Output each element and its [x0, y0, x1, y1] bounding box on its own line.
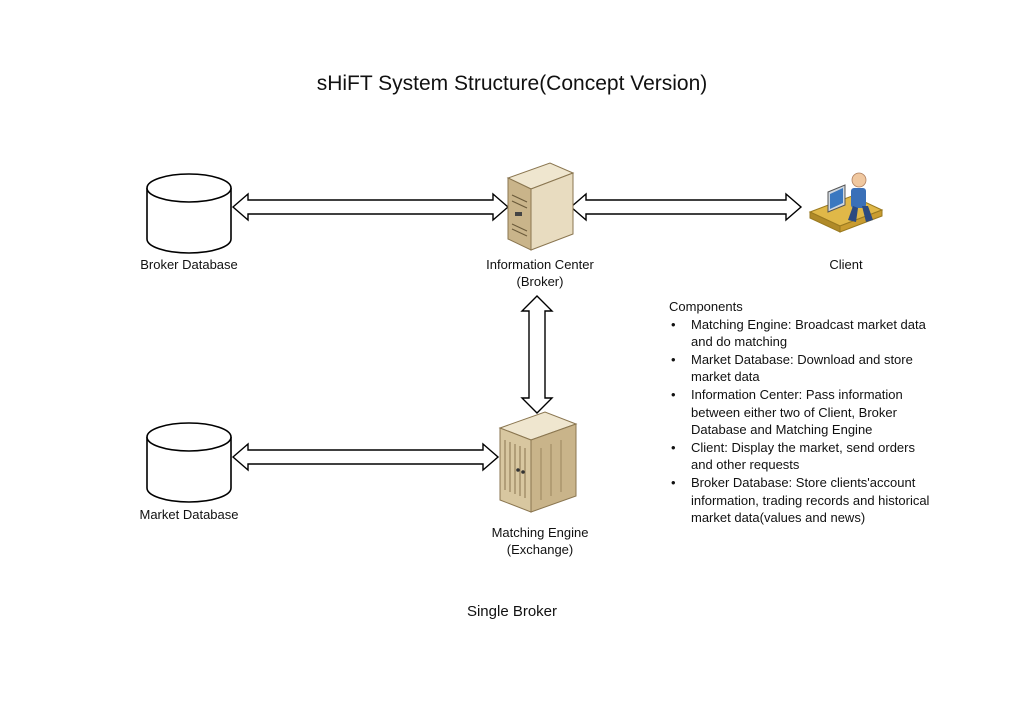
information-center-server-icon	[506, 162, 575, 251]
market-database-icon	[146, 422, 232, 503]
component-item: Broker Database: Store clients'account i…	[671, 474, 939, 527]
matching-engine-label-line2: (Exchange)	[506, 542, 574, 557]
matching-engine-server-icon	[498, 411, 578, 513]
market-database-label: Market Database	[139, 507, 239, 522]
components-legend: Components Matching Engine: Broadcast ma…	[669, 298, 939, 527]
client-label: Client	[829, 257, 863, 272]
arrow-infocenter-client	[569, 192, 803, 222]
diagram-title: sHiFT System Structure(Concept Version)	[316, 72, 708, 95]
component-item: Matching Engine: Broadcast market data a…	[671, 316, 939, 351]
components-heading: Components	[669, 299, 743, 314]
arrow-brokerdb-infocenter	[231, 192, 510, 222]
component-item: Market Database: Download and store mark…	[671, 351, 939, 386]
broker-database-label: Broker Database	[140, 257, 238, 272]
diagram-subtitle: Single Broker	[466, 603, 558, 620]
arrow-infocenter-matchingengine	[520, 295, 554, 414]
arrow-marketdb-matchingengine	[231, 442, 500, 472]
broker-database-icon	[146, 173, 232, 254]
component-item: Client: Display the market, send orders …	[671, 439, 939, 474]
information-center-label-line2: (Broker)	[516, 274, 564, 289]
components-list: Matching Engine: Broadcast market data a…	[669, 316, 939, 527]
information-center-label: Information Center (Broker)	[465, 256, 615, 290]
client-user-icon	[808, 172, 884, 233]
matching-engine-label-line1: Matching Engine	[491, 525, 589, 540]
matching-engine-label: Matching Engine (Exchange)	[465, 524, 615, 558]
information-center-label-line1: Information Center	[486, 257, 594, 272]
component-item: Information Center: Pass information bet…	[671, 386, 939, 439]
